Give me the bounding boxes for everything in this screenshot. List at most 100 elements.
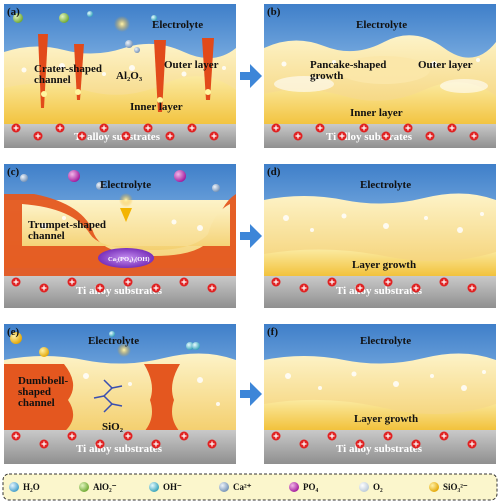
alumina-label: Al₂O₃ [116,70,143,82]
alo2-ion-icon [79,482,89,492]
legend-item: SiO₃²⁻ [429,482,468,492]
legend-item: O₂ [359,482,383,492]
inner-layer-label: Inner layer [130,101,183,113]
positive-charges [271,123,479,141]
outer-layer-label: Outer layer [164,59,219,71]
calcium-ion-icon [219,482,229,492]
spark-icons [41,16,211,103]
electrolyte-label: Electrolyte [152,19,203,31]
substrate-label: Ti alloy substrates [336,285,423,297]
dumbbell-channel [144,364,180,432]
electrolyte-label: Electrolyte [88,335,139,347]
legend-item: AlO₂⁻ [79,482,117,492]
phosphate-ion-icon [289,482,299,492]
phosphate-ion-icon [68,170,80,182]
legend-label: Ca²⁺ [233,482,252,492]
substrate-label: Ti alloy substrates [74,131,161,143]
right-arrow-icon [240,64,262,88]
legend-item: H₂O [9,482,40,492]
hydroxide-ion-icon [87,11,93,17]
dumbbell-channel [4,364,74,432]
alo2-ion-icon [13,13,23,23]
legend: H₂O AlO₂⁻ OH⁻ Ca²⁺ PO₄ O₂ SiO₃²⁻ [2,473,498,501]
silica-label: SiO₂ [102,421,124,433]
panel-tag: (b) [267,6,281,18]
positive-charges [11,277,217,293]
electrolyte-label: Electrolyte [360,179,411,191]
crater-channel [38,34,48,108]
legend-label: SiO₃²⁻ [443,482,468,492]
legend-item: PO₄ [289,482,318,492]
legend-box [2,473,498,501]
legend-label: O₂ [373,482,383,492]
inner-layer [264,82,496,126]
panel-tag: (e) [7,326,20,338]
silicate-ion-icon [39,347,49,357]
growth-label: Layer growth [354,413,418,425]
substrate [264,124,496,148]
positive-charges [11,123,219,141]
panel-d: (d) Electrolyte Layer growth Ti alloy su… [264,164,496,308]
crater-channel [202,38,214,100]
silicate-ion-icon [429,482,439,492]
panel-tag: (a) [7,6,20,18]
silicate-ion-icon [10,332,22,344]
outer-layer-label: Outer layer [418,59,473,71]
panel-tag: (f) [267,326,278,338]
down-arrow-icon [120,208,132,222]
channel-interior [22,204,230,250]
legend-label: OH⁻ [163,482,182,492]
right-arrow-icon [240,382,262,406]
panel-tag: (d) [267,166,281,178]
right-arrow-icon [240,224,262,248]
hydroxide-ion-icon [109,331,115,337]
h2o-molecule-icon [9,482,19,492]
hydroxide-ion-icon [149,482,159,492]
phosphate-ion-icon [174,170,186,182]
panel-tag: (c) [7,166,20,178]
oxygen-molecule-icon [359,482,369,492]
growth-layer [264,249,496,276]
growth-layer [264,399,496,430]
positive-charges [271,431,477,449]
oxygen-molecule-icon [186,342,194,350]
substrate [4,124,236,148]
calcium-ion-icon [20,174,28,182]
legend-label: H₂O [23,482,40,492]
calcium-phosphate-particle [98,248,154,268]
calcium-ion-icon [212,184,220,192]
compound-label: Ca₅(PO₄)₃(OH) [108,256,150,263]
inner-layer-label: Inner layer [350,107,403,119]
positive-charges [11,431,217,449]
electrolyte-label: Electrolyte [100,179,151,191]
hydroxide-ion-icon [151,15,157,21]
legend-label: PO₄ [303,482,318,492]
legend-item: Ca²⁺ [219,482,252,492]
panel-f: (f) Electrolyte Layer growth Ti alloy su… [264,324,496,464]
inner-layer [4,76,236,126]
transition-arrows [240,64,262,406]
positive-charges [271,277,477,293]
substrate-label: Ti alloy substrates [76,443,163,455]
pancake-growth [338,56,430,84]
electrolyte-label: Electrolyte [360,335,411,347]
substrate-label: Ti alloy substrates [326,131,413,143]
alumina-cluster-icon [125,40,133,48]
crater-channel [154,40,166,112]
alo2-ion-icon [59,13,69,23]
growth-label: Layer growth [352,259,416,271]
legend-label: AlO₂⁻ [93,482,117,492]
legend-item: OH⁻ [149,482,182,492]
calcium-ion-icon [96,182,104,190]
crater-channel [74,44,84,100]
substrate-label: Ti alloy substrates [76,285,163,297]
